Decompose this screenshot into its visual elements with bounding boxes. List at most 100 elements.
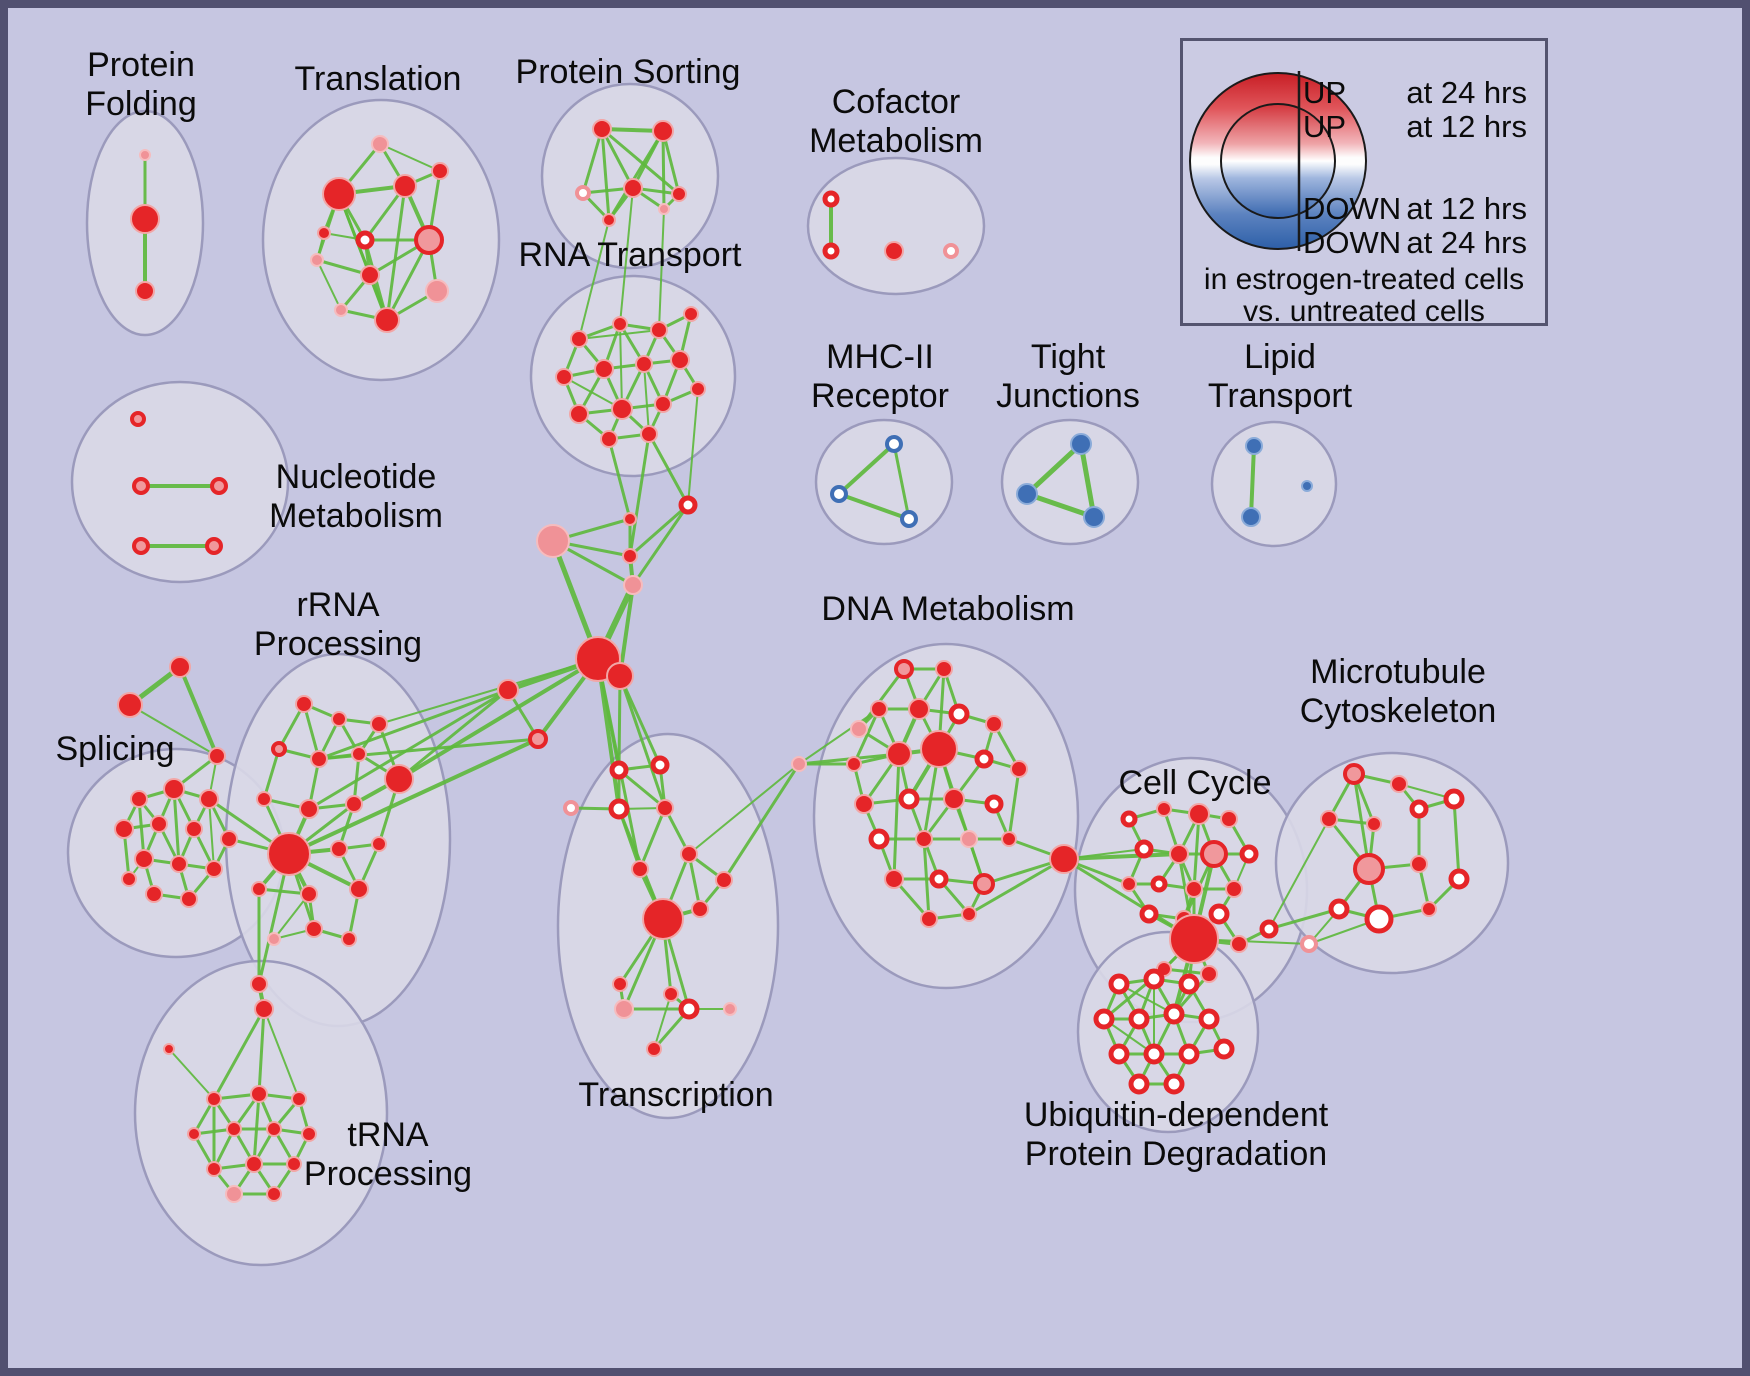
node[interactable] [1120, 810, 1138, 828]
node[interactable] [908, 698, 930, 720]
node[interactable] [1200, 840, 1228, 868]
node[interactable] [886, 741, 912, 767]
node[interactable] [1245, 437, 1263, 455]
node[interactable] [180, 890, 198, 908]
node[interactable] [830, 485, 848, 503]
node[interactable] [884, 869, 904, 889]
node[interactable] [132, 477, 150, 495]
node[interactable] [1169, 914, 1219, 964]
node[interactable] [1121, 876, 1137, 892]
node[interactable] [592, 119, 612, 139]
node[interactable] [425, 279, 449, 303]
node[interactable] [1128, 1008, 1150, 1030]
node[interactable] [374, 307, 400, 333]
node[interactable] [943, 788, 965, 810]
node[interactable] [349, 879, 369, 899]
node[interactable] [1163, 1003, 1185, 1025]
node[interactable] [132, 537, 150, 555]
node[interactable] [943, 243, 959, 259]
node[interactable] [948, 703, 970, 725]
node[interactable] [360, 265, 380, 285]
node[interactable] [1343, 763, 1365, 785]
node[interactable] [245, 1155, 263, 1173]
node[interactable] [1016, 483, 1038, 505]
node[interactable] [1198, 1008, 1220, 1030]
node[interactable] [973, 873, 995, 895]
node[interactable] [220, 830, 238, 848]
node[interactable] [114, 819, 134, 839]
node[interactable] [602, 213, 616, 227]
node[interactable] [1328, 898, 1350, 920]
node[interactable] [225, 1185, 243, 1203]
node[interactable] [170, 855, 188, 873]
node[interactable] [431, 162, 449, 180]
node[interactable] [208, 747, 226, 765]
node[interactable] [1409, 799, 1429, 819]
node[interactable] [854, 794, 874, 814]
node[interactable] [961, 906, 977, 922]
node[interactable] [612, 316, 628, 332]
node[interactable] [414, 225, 444, 255]
node[interactable] [355, 230, 375, 250]
node[interactable] [642, 898, 684, 940]
node[interactable] [884, 241, 904, 261]
node[interactable] [570, 330, 588, 348]
node[interactable] [1225, 880, 1243, 898]
node[interactable] [663, 986, 679, 1002]
node[interactable] [130, 411, 146, 427]
node[interactable] [898, 788, 920, 810]
node[interactable] [1108, 973, 1130, 995]
node[interactable] [1410, 855, 1428, 873]
node[interactable] [935, 660, 953, 678]
node[interactable] [341, 931, 357, 947]
node[interactable] [1390, 775, 1408, 793]
node[interactable] [900, 510, 918, 528]
node[interactable] [206, 1091, 222, 1107]
node[interactable] [528, 729, 548, 749]
node[interactable] [130, 790, 148, 808]
node[interactable] [210, 477, 228, 495]
node[interactable] [163, 1043, 175, 1055]
node[interactable] [683, 306, 699, 322]
node[interactable] [894, 659, 914, 679]
node[interactable] [1208, 903, 1230, 925]
node[interactable] [1001, 831, 1017, 847]
node[interactable] [351, 746, 367, 762]
node[interactable] [295, 695, 313, 713]
node[interactable] [1134, 839, 1154, 859]
node[interactable] [1083, 506, 1105, 528]
node[interactable] [384, 764, 414, 794]
node[interactable] [1185, 880, 1203, 898]
node[interactable] [678, 495, 698, 515]
node[interactable] [974, 749, 994, 769]
node[interactable] [1320, 810, 1338, 828]
node[interactable] [251, 881, 267, 897]
node[interactable] [286, 1156, 302, 1172]
node[interactable] [256, 791, 272, 807]
node[interactable] [130, 204, 160, 234]
node[interactable] [169, 656, 191, 678]
node[interactable] [569, 404, 589, 424]
node[interactable] [1353, 853, 1385, 885]
node[interactable] [612, 976, 628, 992]
node[interactable] [250, 1085, 268, 1103]
node[interactable] [310, 750, 328, 768]
node[interactable] [145, 885, 163, 903]
node[interactable] [691, 900, 709, 918]
node[interactable] [608, 798, 630, 820]
node[interactable] [117, 692, 143, 718]
node[interactable] [822, 190, 840, 208]
node[interactable] [600, 430, 618, 448]
node[interactable] [631, 860, 649, 878]
node[interactable] [670, 350, 690, 370]
node[interactable] [1156, 801, 1172, 817]
node[interactable] [299, 799, 319, 819]
node[interactable] [150, 815, 168, 833]
node[interactable] [650, 755, 670, 775]
node[interactable] [206, 1161, 222, 1177]
node[interactable] [850, 720, 868, 738]
node[interactable] [1128, 1073, 1150, 1095]
node[interactable] [1049, 844, 1079, 874]
node[interactable] [1188, 803, 1210, 825]
node[interactable] [606, 662, 634, 690]
